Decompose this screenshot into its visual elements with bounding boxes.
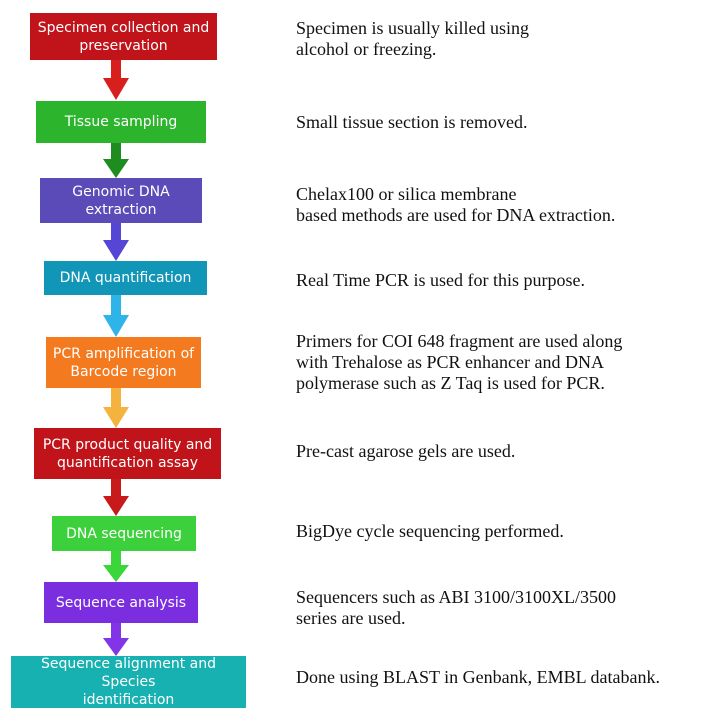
step-box-5: PCR amplification of Barcode region [46,337,201,388]
step-description-6: Pre-cast agarose gels are used. [296,441,516,461]
step-box-6: PCR product quality and quantification a… [34,428,221,479]
step-box-4: DNA quantification [44,261,207,295]
down-arrow-7 [103,551,129,582]
down-arrow-6 [103,479,129,516]
down-arrow-5 [103,388,129,428]
down-arrow-8 [103,623,129,656]
step-description-2: Small tissue section is removed. [296,112,528,132]
step-label: DNA quantification [59,270,192,286]
down-arrow-3 [103,223,129,261]
step-box-2: Tissue sampling [36,101,206,143]
step-label: Sequence alignment and Species identific… [40,656,217,708]
step-label: DNA sequencing [66,525,182,542]
step-description-3: Chelax100 or silica membrane based metho… [296,184,616,225]
step-box-7: DNA sequencing [52,516,196,551]
step-description-7: BigDye cycle sequencing performed. [296,521,564,541]
step-box-1: Specimen collection and preservation [30,13,217,60]
step-box-3: Genomic DNA extraction [40,178,202,223]
down-arrow-1 [103,60,129,100]
step-label: Genomic DNA extraction [72,183,170,218]
down-arrow-4 [103,295,129,337]
step-description-9: Done using BLAST in Genbank, EMBL databa… [296,667,660,687]
step-box-8: Sequence analysis [44,582,198,623]
step-description-8: Sequencers such as ABI 3100/3100XL/3500 … [296,587,616,628]
step-label: PCR product quality and quantification a… [42,436,213,471]
step-label: Specimen collection and preservation [37,19,210,54]
step-label: PCR amplification of Barcode region [52,345,195,380]
step-description-4: Real Time PCR is used for this purpose. [296,270,586,290]
step-label: Tissue sampling [64,114,178,130]
step-label: Sequence analysis [55,594,187,611]
step-description-5: Primers for COI 648 fragment are used al… [296,331,623,393]
down-arrow-2 [103,143,129,178]
step-description-1: Specimen is usually killed using alcohol… [296,18,529,59]
step-box-9: Sequence alignment and Species identific… [11,656,246,708]
